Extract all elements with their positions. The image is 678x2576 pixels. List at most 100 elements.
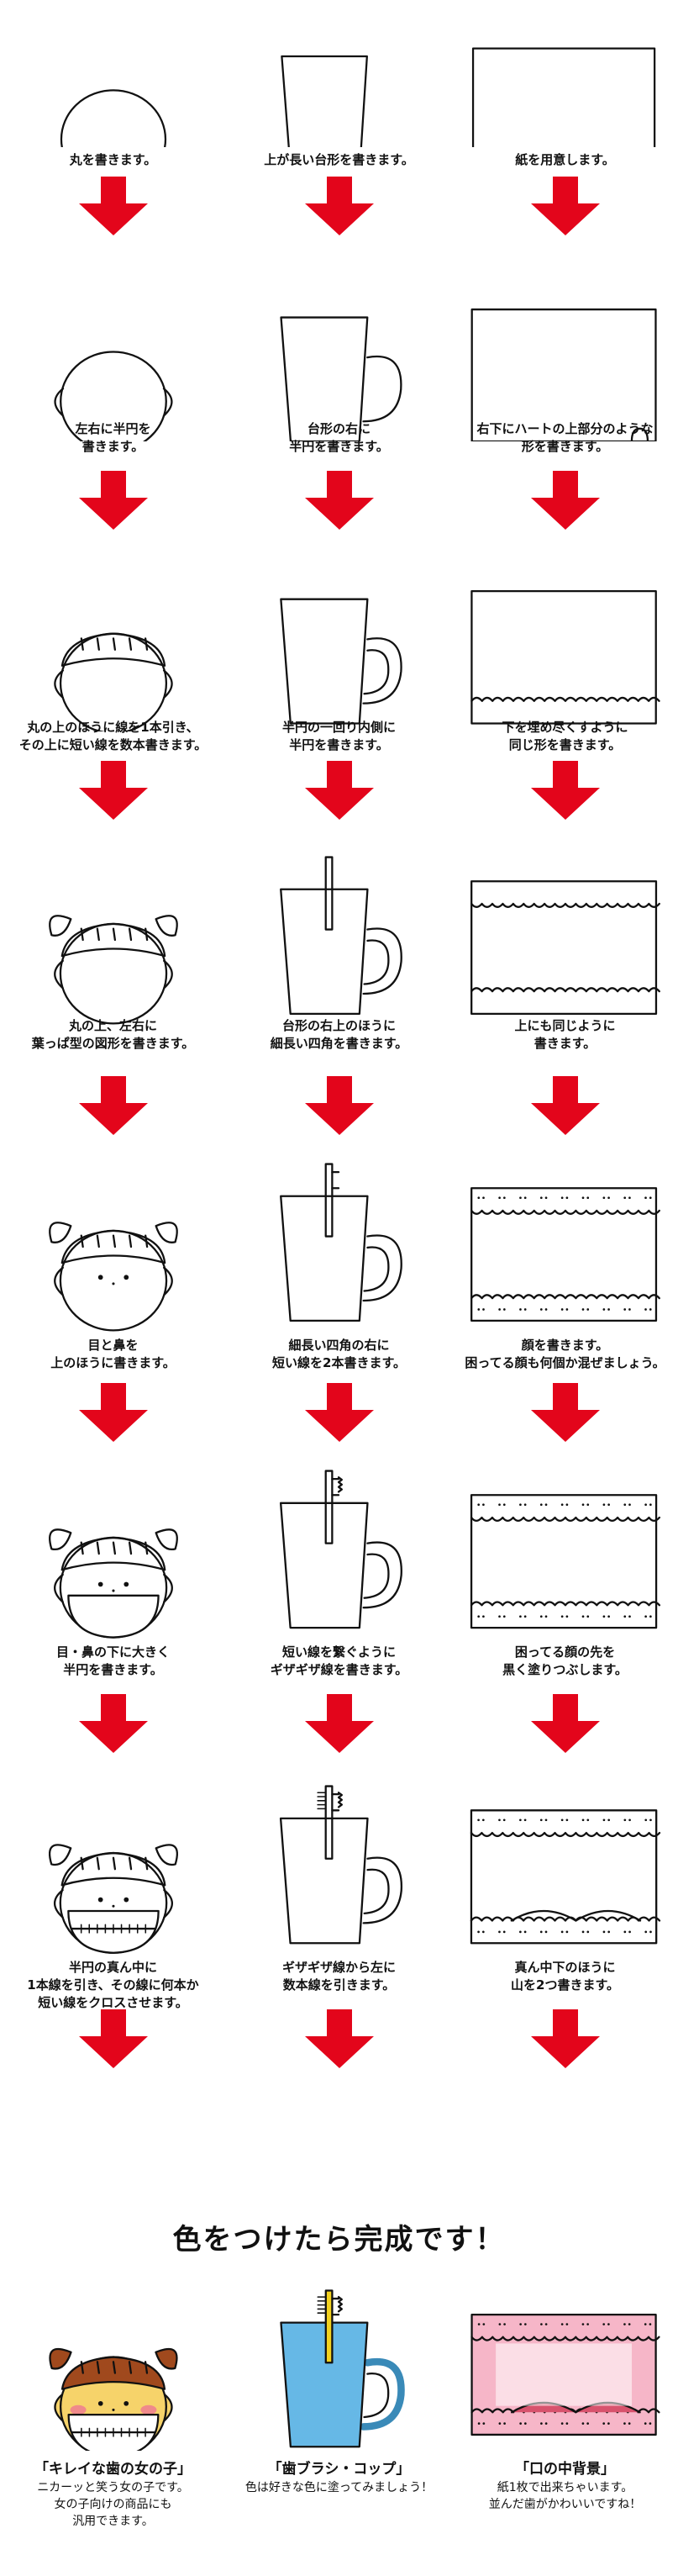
final-item-desc: 並んだ歯がかわいいですね！ [488, 2498, 642, 2511]
down-arrow-icon [79, 471, 148, 530]
down-arrow-icon [305, 2009, 374, 2068]
final-caption: 「キレイな歯の女の子」ニカーッと笑う女の子です。女の子向けの商品にも汎用できます… [0, 2459, 226, 2530]
caption-line: 台形の右に [307, 421, 371, 436]
final-item-title: 「キレイな歯の女の子」 [34, 2461, 192, 2478]
girl-colored-figure [49, 2347, 178, 2451]
final-caption: 「口の中背景」紙1枚で出来ちゃいます。並んだ歯がかわいいですね！ [452, 2459, 678, 2513]
step-cell: 顔を書きます。困ってる顔も何個か混ぜましょう。 [452, 1156, 678, 1396]
down-arrow-icon [305, 1383, 374, 1442]
step-caption: 細長い四角の右に短い線を2本書きます。 [226, 1337, 452, 1372]
step-caption: 下を埋め尽くすように同じ形を書きます。 [452, 719, 678, 754]
caption-line: ギザギザ線から左に [281, 1960, 396, 1975]
mouth-background-colored-figure [470, 2313, 660, 2436]
caption-line: 半円の真ん中に [68, 1960, 157, 1975]
caption-line: 困ってる顔も何個か混ぜましょう。 [465, 1355, 665, 1370]
girl-figure [49, 1222, 178, 1332]
down-arrow-icon [79, 761, 148, 820]
down-arrow-icon [79, 1383, 148, 1442]
step-cell: 左右に半円を書きます。 [0, 277, 226, 479]
caption-line: 形を書きます。 [521, 439, 609, 454]
step-caption: 上にも同じように書きます。 [452, 1017, 678, 1053]
step-caption: 丸の上、左右に葉っぱ型の図形を書きます。 [0, 1017, 226, 1053]
cup-figure [279, 1785, 402, 1945]
cup-figure [280, 1470, 402, 1629]
step-caption: 丸を書きます。 [0, 151, 226, 169]
step-cell: 短い線を繋ぐようにギザギザ線を書きます。 [226, 1463, 452, 1702]
step-caption: 真ん中下のほうに山を2つ書きます。 [452, 1959, 678, 1994]
down-arrow-icon [79, 1076, 148, 1135]
caption-line: 書きます。 [533, 1036, 597, 1051]
step-caption: 顔を書きます。困ってる顔も何個か混ぜましょう。 [452, 1337, 678, 1372]
down-arrow-icon [79, 1694, 148, 1753]
down-arrow-icon [305, 1694, 374, 1753]
caption-line: ギザギザ線を書きます。 [270, 1662, 408, 1677]
step-cell: 丸の上のほうに線を1本引き、その上に短い線を数本書きます。 [0, 559, 226, 778]
final-caption: 「歯ブラシ・コップ」色は好きな色に塗ってみましょう！ [226, 2459, 452, 2496]
cup-figure [281, 55, 368, 147]
caption-line: 半円を書きます。 [63, 1662, 163, 1677]
down-arrow-icon [305, 1076, 374, 1135]
cup-figure [280, 1163, 402, 1322]
step-cell: 上にも同じように書きます。 [452, 849, 678, 1076]
cup-figure [280, 316, 402, 441]
down-arrow-icon [531, 1076, 600, 1135]
caption-line: 葉っぱ型の図形を書きます。 [31, 1036, 195, 1051]
step-caption: 丸の上のほうに線を1本引き、その上に短い線を数本書きます。 [0, 719, 226, 754]
final-item-desc: 色は好きな色に塗ってみましょう！ [244, 2481, 434, 2494]
final-item-desc: 汎用できます。 [72, 2515, 154, 2528]
down-arrow-icon [531, 2009, 600, 2068]
caption-line: 紙を用意します。 [515, 152, 615, 167]
step-cell: ギザギザ線から左に数本線を引きます。 [226, 1778, 452, 2018]
mouth-background-figure [470, 308, 657, 441]
cup-figure [280, 598, 402, 725]
mouth-background-figure [470, 1809, 661, 1945]
caption-line: 黒く塗りつぶします。 [502, 1662, 628, 1677]
caption-line: 数本線を引きます。 [282, 1977, 396, 1993]
step-cell: 困ってる顔の先を黒く塗りつぶします。 [452, 1463, 678, 1702]
caption-line: 半円を書きます。 [289, 439, 389, 454]
caption-line: 半円の一回り内側に [281, 720, 396, 735]
step-caption: 台形の右上のほうに細長い四角を書きます。 [226, 1017, 452, 1053]
caption-line: 上が長い台形を書きます。 [264, 152, 414, 167]
step-cell: 台形の右上のほうに細長い四角を書きます。 [226, 849, 452, 1076]
mouth-background-figure [470, 880, 660, 1016]
down-arrow-icon [79, 177, 148, 235]
girl-figure [49, 915, 178, 1025]
caption-line: 困ってる顔の先を [514, 1644, 616, 1660]
mouth-background-figure [470, 1187, 660, 1322]
caption-line: 短い線をクロスさせます。 [38, 1995, 188, 2010]
step-cell: 台形の右に半円を書きます。 [226, 277, 452, 479]
girl-figure [49, 1528, 178, 1639]
girl-figure [60, 89, 167, 147]
final-item-title: 「口の中背景」 [515, 2461, 615, 2478]
caption-line: 細長い四角の右に [288, 1338, 390, 1353]
down-arrow-icon [305, 177, 374, 235]
cup-colored-figure [280, 2289, 405, 2448]
final-item-desc: 女の子向けの商品にも [54, 2498, 172, 2511]
caption-line: 顔を書きます。 [521, 1338, 609, 1353]
caption-line: 山を2つ書きます。 [511, 1977, 619, 1993]
step-cell: 紙を用意します。 [452, 17, 678, 210]
down-arrow-icon [531, 471, 600, 530]
mouth-background-figure [471, 47, 656, 147]
down-arrow-icon [305, 761, 374, 820]
down-arrow-icon [531, 177, 600, 235]
caption-line: 短い線を2本書きます。 [272, 1355, 406, 1370]
girl-figure [54, 632, 173, 731]
down-arrow-icon [531, 1694, 600, 1753]
step-caption: 紙を用意します。 [452, 151, 678, 169]
caption-line: 半円を書きます。 [289, 737, 389, 752]
caption-line: 上のほうに書きます。 [50, 1355, 176, 1370]
caption-line: 丸を書きます。 [69, 152, 157, 167]
mouth-background-figure [470, 1494, 661, 1629]
caption-line: 短い線を繋ぐように [281, 1644, 396, 1660]
down-arrow-icon [305, 471, 374, 530]
step-caption: 目・鼻の下に大きく半円を書きます。 [0, 1644, 226, 1679]
step-cell: 下を埋め尽くすように同じ形を書きます。 [452, 559, 678, 778]
girl-figure [48, 1844, 179, 1954]
step-cell: 真ん中下のほうに山を2つ書きます。 [452, 1778, 678, 2018]
caption-line: 書きます。 [81, 439, 145, 454]
caption-line: 丸の上、左右に [68, 1018, 157, 1033]
